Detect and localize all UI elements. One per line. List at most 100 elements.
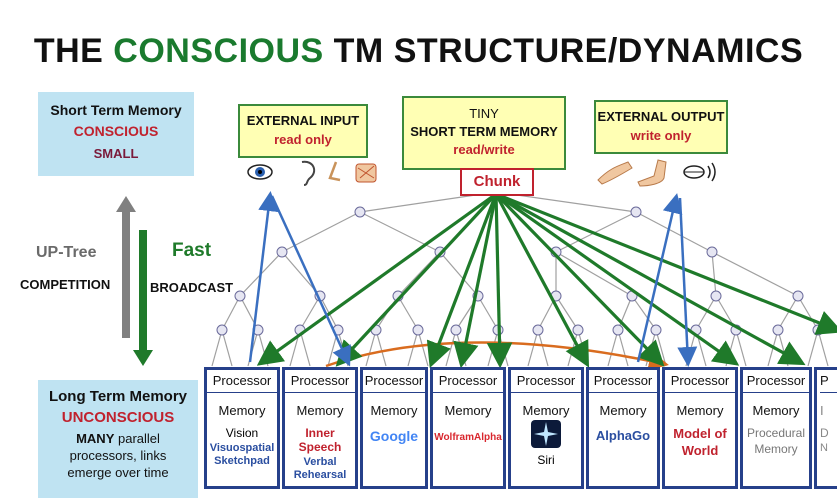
title-part1: THE — [33, 32, 114, 70]
broadcast-arrow — [494, 193, 590, 368]
processor-memory-label: I — [820, 403, 824, 418]
arm-icon — [597, 161, 633, 185]
wolframalpha-logo-text: WolframAlpha — [434, 432, 502, 443]
processor-header: Processor — [285, 370, 355, 393]
broadcast-arrow — [495, 192, 740, 366]
tree-edge — [555, 295, 579, 331]
tree-edge — [635, 211, 713, 253]
processor-memory-label: Memory — [296, 403, 344, 418]
tree-edge — [555, 251, 633, 297]
tree-edge — [299, 295, 321, 331]
tree-node — [630, 206, 642, 218]
tree-edge — [711, 251, 717, 297]
stm-center-mode: read/write — [453, 142, 515, 157]
processor-vision: Processor Memory Vision Visuospatial Ske… — [204, 367, 280, 489]
processor-memory-label: Memory — [599, 403, 647, 418]
broadcast-label: BROADCAST — [150, 280, 234, 295]
ltm-panel-title: Long Term Memory — [48, 388, 188, 405]
ltm-many: MANY — [76, 431, 115, 446]
processor-procedural-memory: Processor Memory Procedural Memory — [740, 367, 812, 489]
tree-node — [354, 206, 366, 218]
external-input-title: EXTERNAL INPUT — [246, 113, 360, 128]
processor-header: P — [820, 370, 837, 393]
ltm-panel-description: MANY parallel processors, links emerge ove… — [38, 430, 198, 481]
up-tree-label: UP-Tree — [36, 244, 97, 261]
tree-edge — [487, 329, 499, 367]
processor-memory-label: Memory — [522, 403, 570, 418]
tree-edge — [711, 251, 799, 297]
tree-edge — [807, 329, 819, 367]
tree-edge — [695, 295, 717, 331]
stm-center-title: SHORT TERM MEMORY — [410, 124, 558, 139]
tree-edge — [817, 329, 829, 367]
processor-model-of-world: Processor Memory Model of World — [662, 367, 738, 489]
tree-node — [792, 290, 804, 302]
up-tree-arrowhead — [116, 196, 136, 212]
processor-header: Processor — [589, 370, 657, 393]
processor-memory-label: Memory — [370, 403, 418, 418]
skin-icon — [355, 163, 377, 183]
input-arrow-left — [248, 191, 279, 363]
processor-header: Processor — [665, 370, 735, 393]
processor-partial: P I D N — [814, 367, 837, 489]
tree-edge — [365, 329, 377, 367]
stm-panel-small: SMALL — [93, 146, 139, 161]
processor-inner-speech: Processor Memory Inner Speech Verbal Reh… — [282, 367, 358, 489]
google-logo-text: Google — [369, 428, 419, 444]
processor-memory-label: Memory — [444, 403, 492, 418]
tiny-stm-box: TINY SHORT TERM MEMORY read/write — [402, 96, 566, 170]
broadcast-arrow — [426, 193, 498, 368]
tree-edge — [407, 329, 419, 367]
eye-icon — [247, 164, 273, 180]
title-conscious: CONSCIOUS — [113, 32, 324, 70]
processor-content: N — [820, 442, 828, 454]
tree-node — [710, 290, 722, 302]
broadcast-arrowhead — [133, 350, 153, 366]
tree-node — [706, 246, 718, 258]
output-arrow-right — [677, 197, 698, 367]
processor-header: Processor — [743, 370, 809, 393]
broadcast-arrow — [494, 192, 665, 367]
stm-panel-conscious: CONSCIOUS — [73, 123, 159, 139]
tree-edge — [631, 295, 657, 331]
ltm-line3: parallel — [114, 431, 160, 446]
ltm-line4: processors, links — [69, 448, 167, 463]
tree-edge — [397, 295, 419, 331]
broadcast-arrow — [335, 192, 498, 367]
broadcast-arrow — [486, 193, 513, 369]
processor-content: Procedural — [746, 426, 806, 440]
processor-content: Vision — [225, 426, 259, 440]
tree-edge — [375, 329, 387, 367]
tree-edge — [397, 251, 441, 297]
tree-node — [276, 246, 288, 258]
broadcast-arrow-shaft — [139, 230, 147, 352]
output-arrow-left — [636, 193, 683, 363]
tree-node — [216, 324, 228, 336]
external-output-box: EXTERNAL OUTPUT write only — [594, 100, 728, 154]
short-term-memory-panel: Short Term Memory CONSCIOUS SMALL — [38, 92, 194, 176]
processor-content: Verbal — [303, 456, 337, 468]
tree-edge — [617, 295, 633, 331]
flexed-arm-icon — [637, 159, 667, 187]
tree-node — [234, 290, 246, 302]
ltm-line5: emerge over time — [67, 465, 169, 480]
tree-edge — [777, 329, 789, 367]
stm-panel-title: Short Term Memory — [50, 102, 182, 118]
fast-label: Fast — [172, 240, 212, 261]
processor-content: D — [820, 426, 829, 440]
processor-content: Rehearsal — [293, 469, 347, 481]
competition-label: COMPETITION — [20, 277, 111, 292]
tree-edge — [211, 329, 223, 367]
processor-content: Siri — [537, 453, 555, 467]
tree-edge — [477, 295, 499, 331]
tree-edge — [445, 329, 457, 367]
tree-node — [772, 324, 784, 336]
tree-edge — [735, 329, 747, 367]
tree-edge — [299, 329, 311, 367]
tree-node — [572, 324, 584, 336]
external-input-mode: read only — [274, 132, 332, 147]
tree-edge — [221, 329, 233, 367]
tree-edge — [777, 295, 799, 331]
processor-wolframalpha: Processor Memory WolframAlpha — [430, 367, 506, 489]
